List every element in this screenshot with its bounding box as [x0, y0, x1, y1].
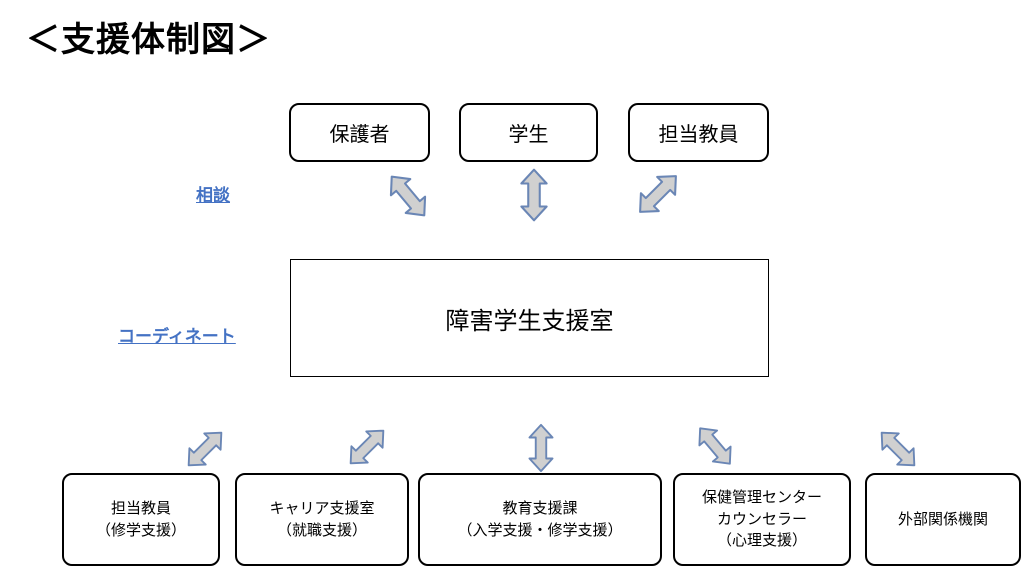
arrow-guardian-office: [381, 167, 435, 225]
box-teacher-top: 担当教員: [628, 103, 769, 162]
box-teacher-study: 担当教員 （修学支援）: [62, 473, 220, 566]
label-consult: 相談: [196, 186, 230, 206]
box-external-line1: 外部関係機関: [897, 509, 988, 528]
box-career: キャリア支援室 （就職支援）: [235, 473, 409, 566]
box-teacher-top-label: 担当教員: [658, 122, 739, 146]
box-health-center-line2: カウンセラー: [716, 509, 807, 528]
arrow-office-health: [690, 419, 740, 473]
box-education-line1: 教育支援課: [502, 498, 578, 517]
box-education-line2: （入学支援・修学支援）: [457, 520, 623, 539]
box-external: 外部関係機関: [865, 473, 1021, 566]
box-guardian-label: 保護者: [329, 122, 390, 146]
box-health-center: 保健管理センター カウンセラー （心理支援）: [673, 473, 851, 566]
box-career-line2: （就職支援）: [276, 520, 367, 539]
label-coordinate: コーディネート: [118, 327, 236, 347]
support-office-box: 障害学生支援室: [290, 259, 769, 377]
box-health-center-line3: （心理支援）: [716, 531, 807, 550]
box-guardian: 保護者: [289, 103, 430, 162]
arrow-student-office: [520, 168, 548, 222]
arrow-teacher-office: [630, 166, 686, 222]
box-student: 学生: [459, 103, 598, 162]
arrow-office-career: [341, 421, 393, 473]
box-education: 教育支援課 （入学支援・修学支援）: [418, 473, 662, 566]
box-career-line1: キャリア支援室: [269, 498, 375, 517]
box-teacher-study-line2: （修学支援）: [95, 520, 186, 539]
box-student-label: 学生: [508, 122, 549, 146]
box-health-center-line1: 保健管理センター: [701, 487, 822, 506]
support-office-label: 障害学生支援室: [445, 306, 614, 335]
diagram-title: ＜支援体制図＞: [26, 20, 271, 60]
arrow-office-teacher-study: [179, 423, 231, 475]
box-teacher-study-line1: 担当教員: [110, 498, 171, 517]
arrow-office-external: [872, 423, 924, 475]
arrow-office-education: [528, 423, 554, 473]
